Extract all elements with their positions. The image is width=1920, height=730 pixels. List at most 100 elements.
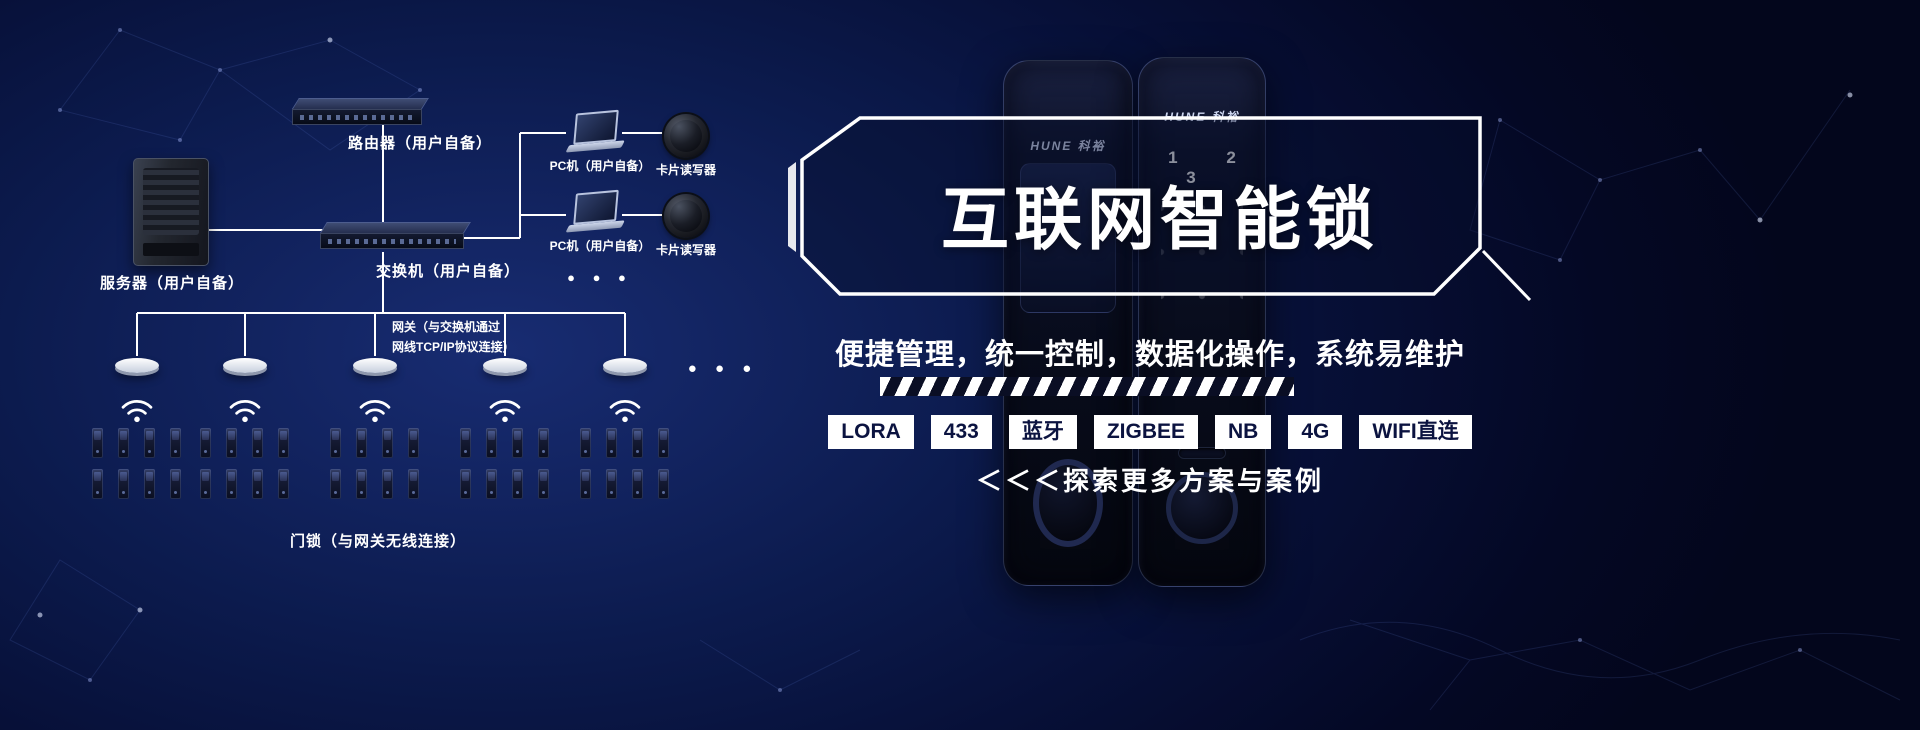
- server-vents: [143, 168, 199, 235]
- gateway-group: [483, 358, 527, 423]
- door-lock-icon: [538, 428, 549, 458]
- explore-link[interactable]: ＜＜＜探索更多方案与案例: [975, 466, 1324, 496]
- router-front-face: [292, 109, 422, 125]
- switch-label: 交换机（用户自备）: [375, 263, 520, 280]
- door-lock-icon: [486, 428, 497, 458]
- pc-label-2: PC机（用户自备）: [549, 239, 651, 253]
- door-lock-icon: [170, 428, 181, 458]
- reader-label-2: 卡片读写器: [655, 243, 716, 257]
- wifi-icon: [229, 400, 261, 423]
- door-lock-icon: [580, 469, 591, 499]
- door-lock-icon: [632, 428, 643, 458]
- server-label: 服务器（用户自备）: [99, 275, 244, 292]
- door-lock-icon: [92, 469, 103, 499]
- door-lock-icon: [330, 428, 341, 458]
- card-reader-icon: [664, 194, 708, 238]
- card-reader-icon: [664, 114, 708, 158]
- tag-chip: 4G: [1288, 415, 1343, 450]
- door-lock-icon: [278, 469, 289, 499]
- tag-chip: 蓝牙: [1008, 415, 1077, 450]
- network-topology-diagram: 服务器（用户自备） 路由器（用户自备） 交换机（用户自备） PC机（用户自备） …: [0, 0, 780, 730]
- router-ports: [300, 114, 414, 120]
- reader-label-1: 卡片读写器: [655, 163, 716, 177]
- switch-ports: [328, 238, 456, 244]
- connection-lines: [136, 120, 662, 356]
- lock-handle-ring: [1033, 459, 1103, 547]
- door-lock-icon: [486, 469, 497, 499]
- gateway-ellipsis: ● ● ●: [687, 360, 759, 377]
- door-lock-grid: [580, 428, 669, 499]
- pc-label-1: PC机（用户自备）: [549, 159, 651, 173]
- keypad-digits: 1 2 3: [1139, 148, 1265, 188]
- door-lock-icon: [144, 428, 155, 458]
- pc-ellipsis: ● ● ●: [567, 270, 633, 285]
- door-lock-icon: [226, 428, 237, 458]
- door-lock-grid: [200, 428, 289, 499]
- tag-chip: NB: [1215, 415, 1272, 450]
- wifi-icon: [121, 400, 153, 423]
- gateway-group: [115, 358, 159, 423]
- door-lock-grid: [460, 428, 549, 499]
- gateway-note: 网关（与交换机通过 网线TCP/IP协议连接）: [392, 317, 515, 358]
- gateway-note-line1: 网关（与交换机通过: [392, 320, 501, 334]
- wifi-icon: [489, 400, 521, 423]
- door-lock-icon: [226, 469, 237, 499]
- door-lock-icon: [118, 428, 129, 458]
- door-lock-icon: [460, 469, 471, 499]
- door-lock-icon: [92, 428, 103, 458]
- tag-chip: WIFI直连: [1359, 415, 1472, 450]
- tag-chip: LORA: [828, 415, 914, 450]
- door-locks-label: 门锁（与网关无线连接）: [289, 533, 466, 550]
- wifi-icon: [359, 400, 391, 423]
- door-lock-icon: [606, 469, 617, 499]
- page-title: 互联网智能锁: [940, 182, 1379, 258]
- smart-lock-product-image-1: HUNE 科裕: [1003, 60, 1133, 586]
- smart-lock-product-image-2: HUNE 科裕 1 2 3: [1138, 57, 1266, 587]
- hazard-stripe-divider: [880, 377, 1294, 396]
- router-image: [292, 98, 429, 125]
- door-lock-icon: [580, 428, 591, 458]
- keypad-dot-grid: [1161, 186, 1243, 318]
- connectivity-tags: LORA 433 蓝牙 ZIGBEE NB 4G WIFI直连: [770, 415, 1530, 450]
- door-lock-icon: [200, 428, 211, 458]
- door-lock-icon: [512, 428, 523, 458]
- door-lock-icon: [252, 469, 263, 499]
- door-lock-icon: [382, 428, 393, 458]
- door-lock-icon: [356, 428, 367, 458]
- wifi-icon: [609, 400, 641, 423]
- door-lock-grid: [92, 428, 181, 499]
- door-lock-icon: [144, 469, 155, 499]
- gateway-group: [603, 358, 647, 423]
- door-lock-icon: [538, 469, 549, 499]
- door-lock-icon: [408, 428, 419, 458]
- door-lock-icon: [170, 469, 181, 499]
- door-lock-icon: [118, 469, 129, 499]
- gateway-device-icon: [603, 358, 647, 373]
- lock-screen: [1020, 163, 1116, 313]
- gateway-note-line2: 网线TCP/IP协议连接）: [392, 340, 515, 355]
- server-tower-image: [133, 158, 209, 266]
- door-lock-icon: [632, 469, 643, 499]
- subtitle: 便捷管理，统一控制，数据化操作，系统易维护: [834, 339, 1465, 371]
- door-lock-icon: [606, 428, 617, 458]
- tag-chip: ZIGBEE: [1093, 415, 1199, 450]
- door-lock-icon: [330, 469, 341, 499]
- gateway-device-icon: [223, 358, 267, 373]
- door-lock-icon: [252, 428, 263, 458]
- door-lock-icon: [356, 469, 367, 499]
- tag-chip: 433: [930, 415, 992, 450]
- door-lock-icon: [408, 469, 419, 499]
- gateway-device-icon: [483, 358, 527, 373]
- door-lock-icon: [382, 469, 393, 499]
- door-lock-icon: [512, 469, 523, 499]
- door-lock-icon: [460, 428, 471, 458]
- switch-front-face: [320, 233, 464, 249]
- gateway-group: [223, 358, 267, 423]
- brand-label: HUNE 科裕: [1004, 137, 1132, 154]
- lock-camera-ring: [1166, 472, 1238, 544]
- door-lock-icon: [278, 428, 289, 458]
- door-lock-icon: [658, 428, 669, 458]
